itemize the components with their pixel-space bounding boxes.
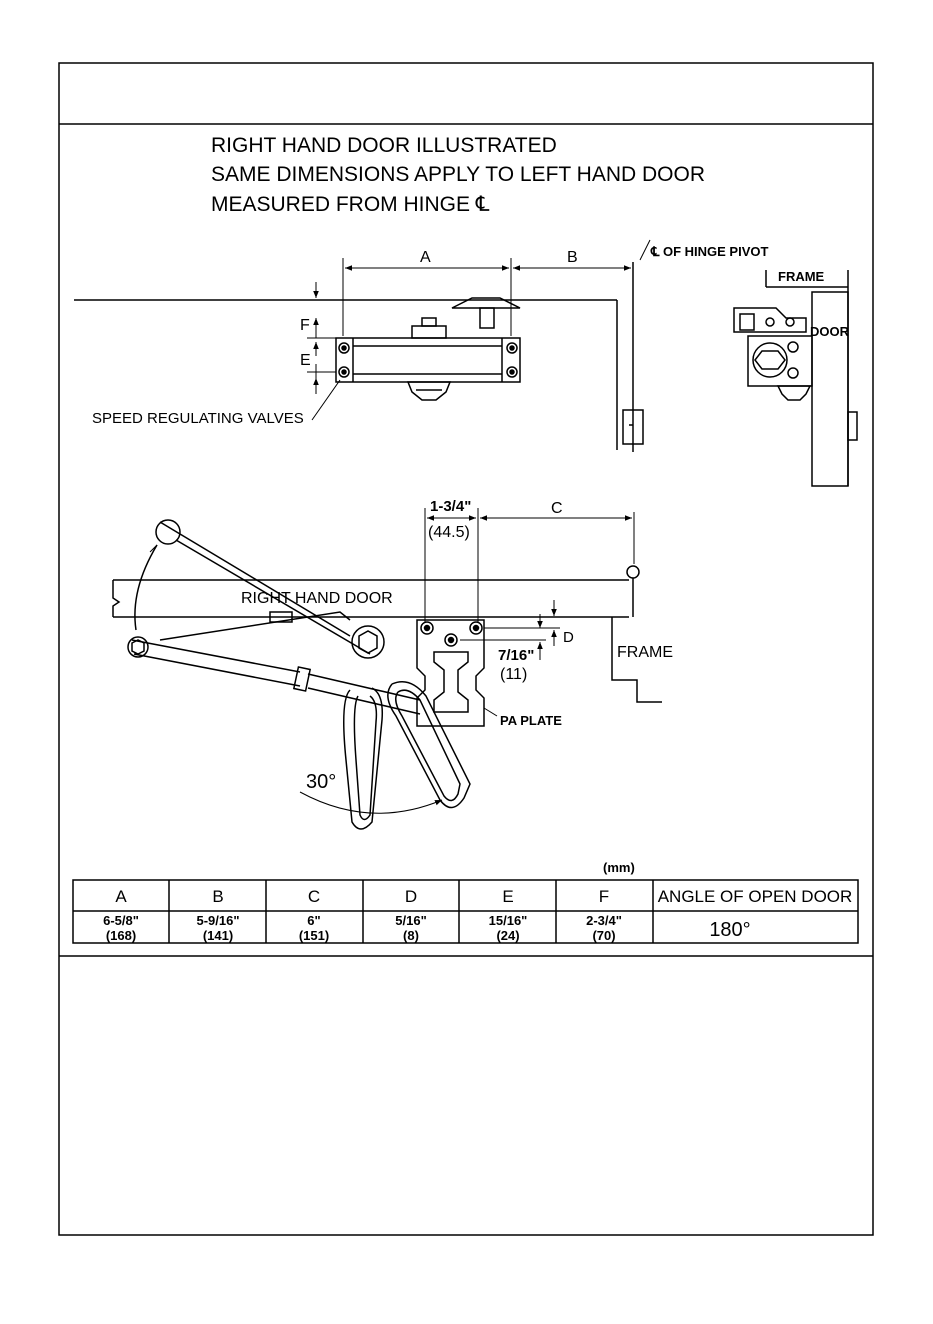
header-angle: ANGLE OF OPEN DOOR: [658, 887, 853, 906]
value-angle: 180°: [709, 919, 750, 941]
sheet-frame: [58, 62, 874, 1236]
side-frame-label: FRAME: [778, 269, 825, 284]
header-f: F: [599, 887, 609, 906]
notes: RIGHT HAND DOOR ILLUSTRATED SAME DIMENSI…: [211, 134, 705, 216]
value-d-in: 5/16": [395, 913, 426, 928]
dim-a-label: A: [420, 249, 431, 266]
top-view-labels: A B F E ℄ OF HINGE PIVOT SPEED REGULATIN…: [92, 244, 768, 427]
speed-valves-label: SPEED REGULATING VALVES: [92, 410, 304, 427]
unit-note: (mm): [603, 860, 635, 875]
hinge-pivot-label: ℄ OF HINGE PIVOT: [650, 244, 768, 259]
header-c: C: [308, 887, 320, 906]
dim-e-label: E: [300, 352, 311, 369]
note-line-1: RIGHT HAND DOOR ILLUSTRATED: [211, 134, 557, 157]
value-f-mm: (70): [592, 928, 615, 943]
value-c-in: 6": [307, 913, 320, 928]
header-b: B: [212, 887, 223, 906]
dim-top-mm-label: (44.5): [428, 524, 470, 541]
header-e: E: [502, 887, 513, 906]
header-d: D: [405, 887, 417, 906]
dim-c-label: C: [551, 500, 563, 517]
top-view: [74, 239, 651, 452]
value-a-in: 6-5/8": [103, 913, 139, 928]
angle-30-label: 30°: [306, 771, 336, 793]
dim-f-label: F: [300, 317, 310, 334]
header-a: A: [115, 887, 127, 906]
value-a-mm: (168): [106, 928, 136, 943]
dim-b-label: B: [567, 249, 578, 266]
value-f-in: 2-3/4": [586, 913, 622, 928]
side-view-labels: FRAME DOOR: [778, 269, 850, 339]
value-e-mm: (24): [496, 928, 519, 943]
side-door-label: DOOR: [810, 324, 850, 339]
plan-view-labels: 1-3/4" (44.5) C RIGHT HAND DOOR D 7/16" …: [241, 498, 673, 793]
pa-plate-label: PA PLATE: [500, 713, 562, 728]
note-line-3: MEASURED FROM HINGE ℄: [211, 193, 490, 216]
plan-frame-label: FRAME: [617, 644, 673, 661]
value-b-in: 5-9/16": [196, 913, 239, 928]
dim-7-16-label: 7/16": [498, 647, 534, 664]
dimension-table: (mm) A B C D E F ANGLE OF OPEN DOOR 6-5/…: [72, 860, 859, 944]
note-line-2: SAME DIMENSIONS APPLY TO LEFT HAND DOOR: [211, 163, 705, 186]
dim-d-label: D: [563, 629, 574, 646]
value-d-mm: (8): [403, 928, 419, 943]
side-view: [733, 270, 858, 487]
dim-7-16-mm-label: (11): [500, 666, 527, 683]
plan-view: [112, 508, 662, 830]
value-b-mm: (141): [203, 928, 233, 943]
value-e-in: 15/16": [489, 913, 528, 928]
dim-top-label: 1-3/4": [430, 498, 471, 515]
right-hand-door-label: RIGHT HAND DOOR: [241, 590, 393, 607]
value-c-mm: (151): [299, 928, 329, 943]
